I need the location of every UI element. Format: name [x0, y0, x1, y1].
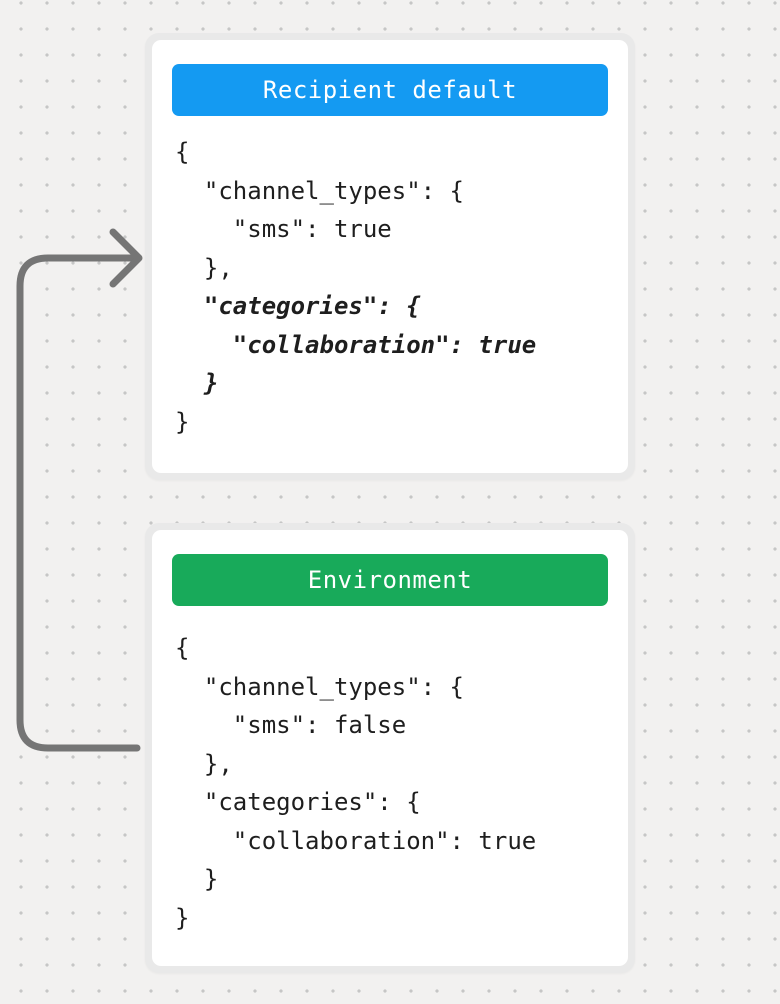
code-line: }	[175, 903, 190, 932]
code-line: },	[175, 749, 233, 778]
card-environment-surface: Environment { "channel_types": { "sms": …	[152, 530, 628, 966]
code-line: "sms": true	[175, 215, 392, 243]
code-line: "categories": {	[175, 292, 421, 320]
card-header-recipient-default: Recipient default	[172, 64, 608, 116]
code-line: }	[175, 407, 190, 436]
card-recipient-default-surface: Recipient default { "channel_types": { "…	[152, 40, 628, 473]
card-title-environment: Environment	[307, 566, 473, 594]
code-line: {	[175, 634, 190, 662]
merge-arrow-path	[16, 254, 141, 752]
code-line: "collaboration": true	[175, 330, 537, 359]
code-line: {	[175, 138, 190, 166]
code-line: "sms": false	[175, 711, 407, 739]
code-line: },	[175, 253, 233, 282]
code-line: }	[175, 369, 219, 397]
code-line: "channel_types": {	[175, 672, 464, 701]
card-header-environment: Environment	[172, 554, 608, 606]
code-line: "channel_types": {	[175, 176, 464, 205]
card-environment: Environment { "channel_types": { "sms": …	[145, 523, 635, 973]
merge-arrow-icon	[16, 228, 143, 752]
code-line: "categories": {	[175, 788, 421, 816]
code-block-recipient-default: { "channel_types": { "sms": true }, "cat…	[175, 133, 608, 441]
merge-arrowhead	[109, 228, 143, 288]
card-title-recipient-default: Recipient default	[262, 76, 518, 104]
code-line: "collaboration": true	[175, 826, 537, 855]
code-line: }	[175, 865, 219, 893]
card-recipient-default: Recipient default { "channel_types": { "…	[145, 33, 635, 480]
code-block-environment: { "channel_types": { "sms": false }, "ca…	[175, 629, 608, 937]
